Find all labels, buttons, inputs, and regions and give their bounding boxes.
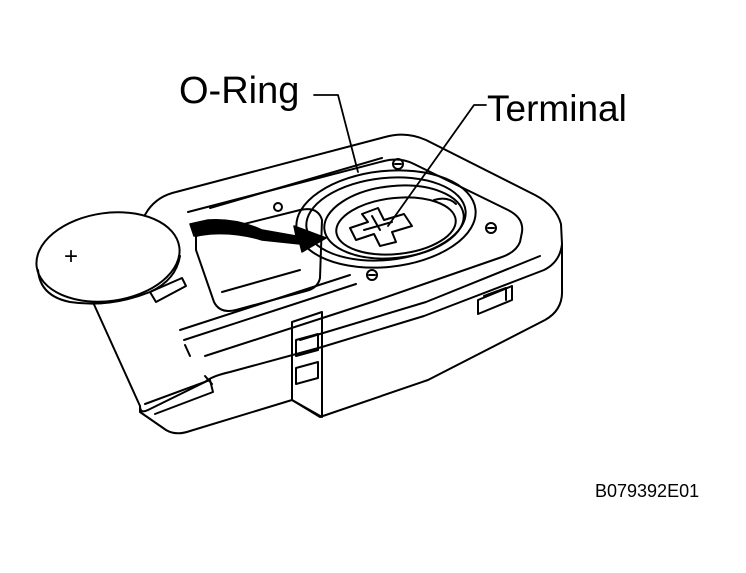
- screw-right: [486, 223, 496, 233]
- coin-battery: +: [31, 203, 186, 310]
- insertion-arrow-body: [190, 220, 326, 252]
- compartment-inner-line: [222, 270, 300, 292]
- battery-polarity-mark: +: [64, 243, 78, 270]
- key-case-side-slot: [478, 286, 512, 314]
- o-ring-label: O-Ring: [179, 70, 300, 112]
- battery-edge: [38, 256, 180, 304]
- o-ring-inner: [302, 170, 470, 268]
- terminal-label: Terminal: [487, 88, 627, 129]
- battery-compartment: [196, 159, 496, 311]
- key-case-lower-edge: [145, 380, 213, 414]
- battery-seat-floor: [333, 192, 458, 260]
- terminal-leader: [388, 105, 486, 226]
- insertion-arrow: [190, 220, 326, 252]
- battery-seat: [321, 179, 468, 265]
- screw-left: [274, 203, 282, 211]
- key-case-connector: [292, 312, 322, 417]
- terminal-contact-inner: [364, 216, 392, 230]
- leader-lines: [314, 95, 486, 226]
- screw-top: [393, 159, 403, 169]
- o-ring-leader: [314, 95, 358, 172]
- seat-notch: [434, 199, 456, 204]
- compartment-recess: [196, 209, 322, 311]
- screw-bottom: [367, 270, 377, 280]
- key-case-step: [185, 345, 212, 384]
- o-ring-assembly: [291, 162, 480, 276]
- key-case-groove-3: [300, 256, 540, 340]
- key-case-groove-1: [150, 278, 186, 302]
- battery-face: [31, 203, 186, 310]
- figure-code: B079392E01: [595, 481, 700, 501]
- key-case-rim-line: [210, 158, 382, 208]
- terminal-contact: [350, 208, 412, 246]
